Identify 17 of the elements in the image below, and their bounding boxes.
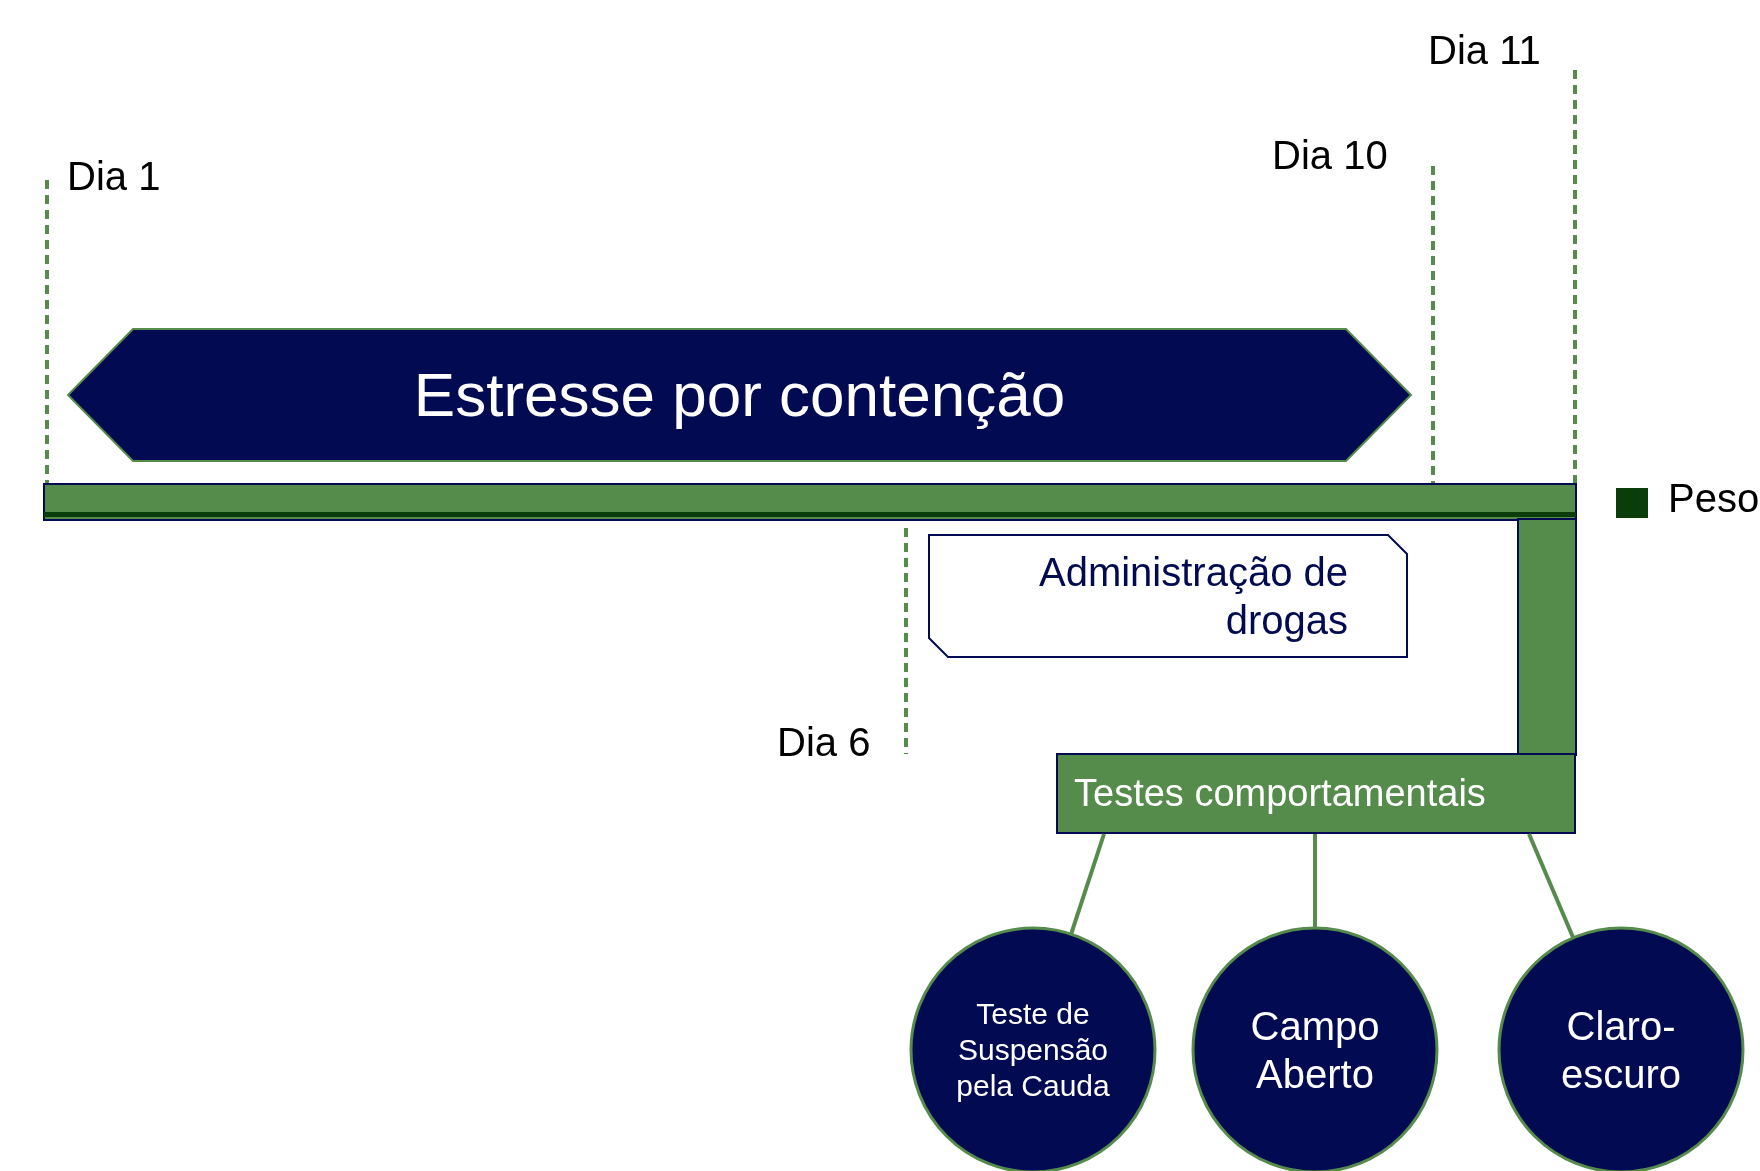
process-box bbox=[1056, 753, 1576, 834]
day-label: Dia 1 bbox=[67, 154, 161, 199]
node-text: Teste de Suspensão pela Cauda bbox=[955, 996, 1111, 1104]
arrow-banner bbox=[67, 328, 1412, 462]
day-label: Dia 11 bbox=[1428, 28, 1541, 73]
node-text: Administração de drogas bbox=[1037, 549, 1348, 644]
node-text: Claro-escuro bbox=[1559, 1003, 1683, 1098]
connector-line bbox=[1527, 833, 1576, 939]
connector-line bbox=[1069, 833, 1106, 935]
day-label: Dia 10 bbox=[1272, 133, 1388, 178]
process-box bbox=[928, 534, 1408, 658]
connector-line bbox=[1313, 834, 1317, 928]
legend-label: Peso bbox=[1668, 476, 1760, 521]
node-text: Estresse por contenção bbox=[412, 358, 1067, 431]
day-label: Dia 6 bbox=[777, 720, 871, 765]
node-text: Campo Aberto bbox=[1249, 1003, 1381, 1098]
node-text: Testes comportamentais bbox=[1074, 770, 1487, 816]
